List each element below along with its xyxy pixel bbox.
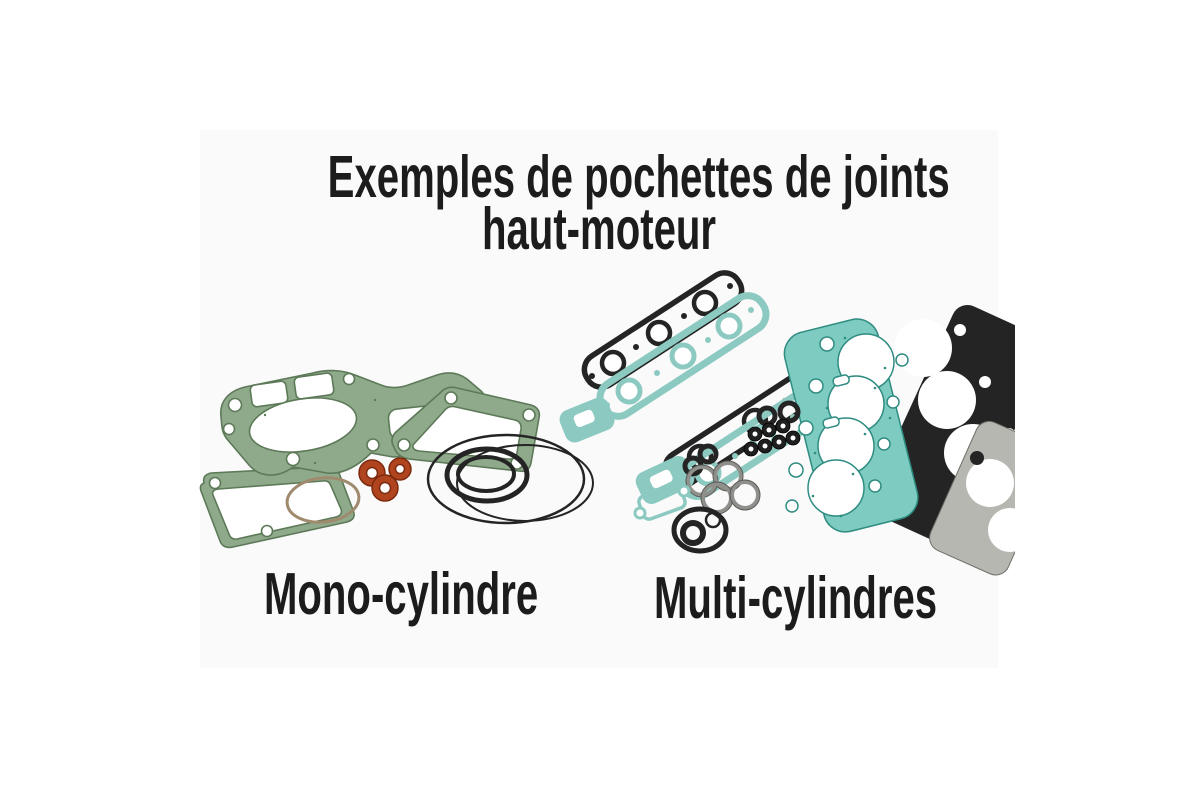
rubber-o-rings (426, 433, 594, 525)
valve-stem-seals (743, 418, 801, 457)
copper-washers (358, 457, 412, 502)
kit-label-multi: Multi-cylindres (654, 565, 938, 631)
round-cover-gasket (671, 506, 729, 554)
tan-o-ring (285, 476, 361, 524)
kit-label-mono: Mono-cylindre (264, 561, 539, 627)
page-title-line2: haut-moteur (481, 196, 717, 262)
mono-cylinder-kit-illustration (199, 369, 594, 549)
four-bore-head-gasket-fiber (783, 318, 919, 533)
small-oil-gasket (633, 483, 691, 521)
base-gasket-outline (199, 465, 355, 549)
page-title-line1: Exemples de pochettes de joints (327, 144, 950, 210)
gray-metal-gasket (929, 420, 1015, 576)
piston-rings (685, 460, 761, 515)
multi-cylinder-kit-illustration (559, 270, 1015, 576)
